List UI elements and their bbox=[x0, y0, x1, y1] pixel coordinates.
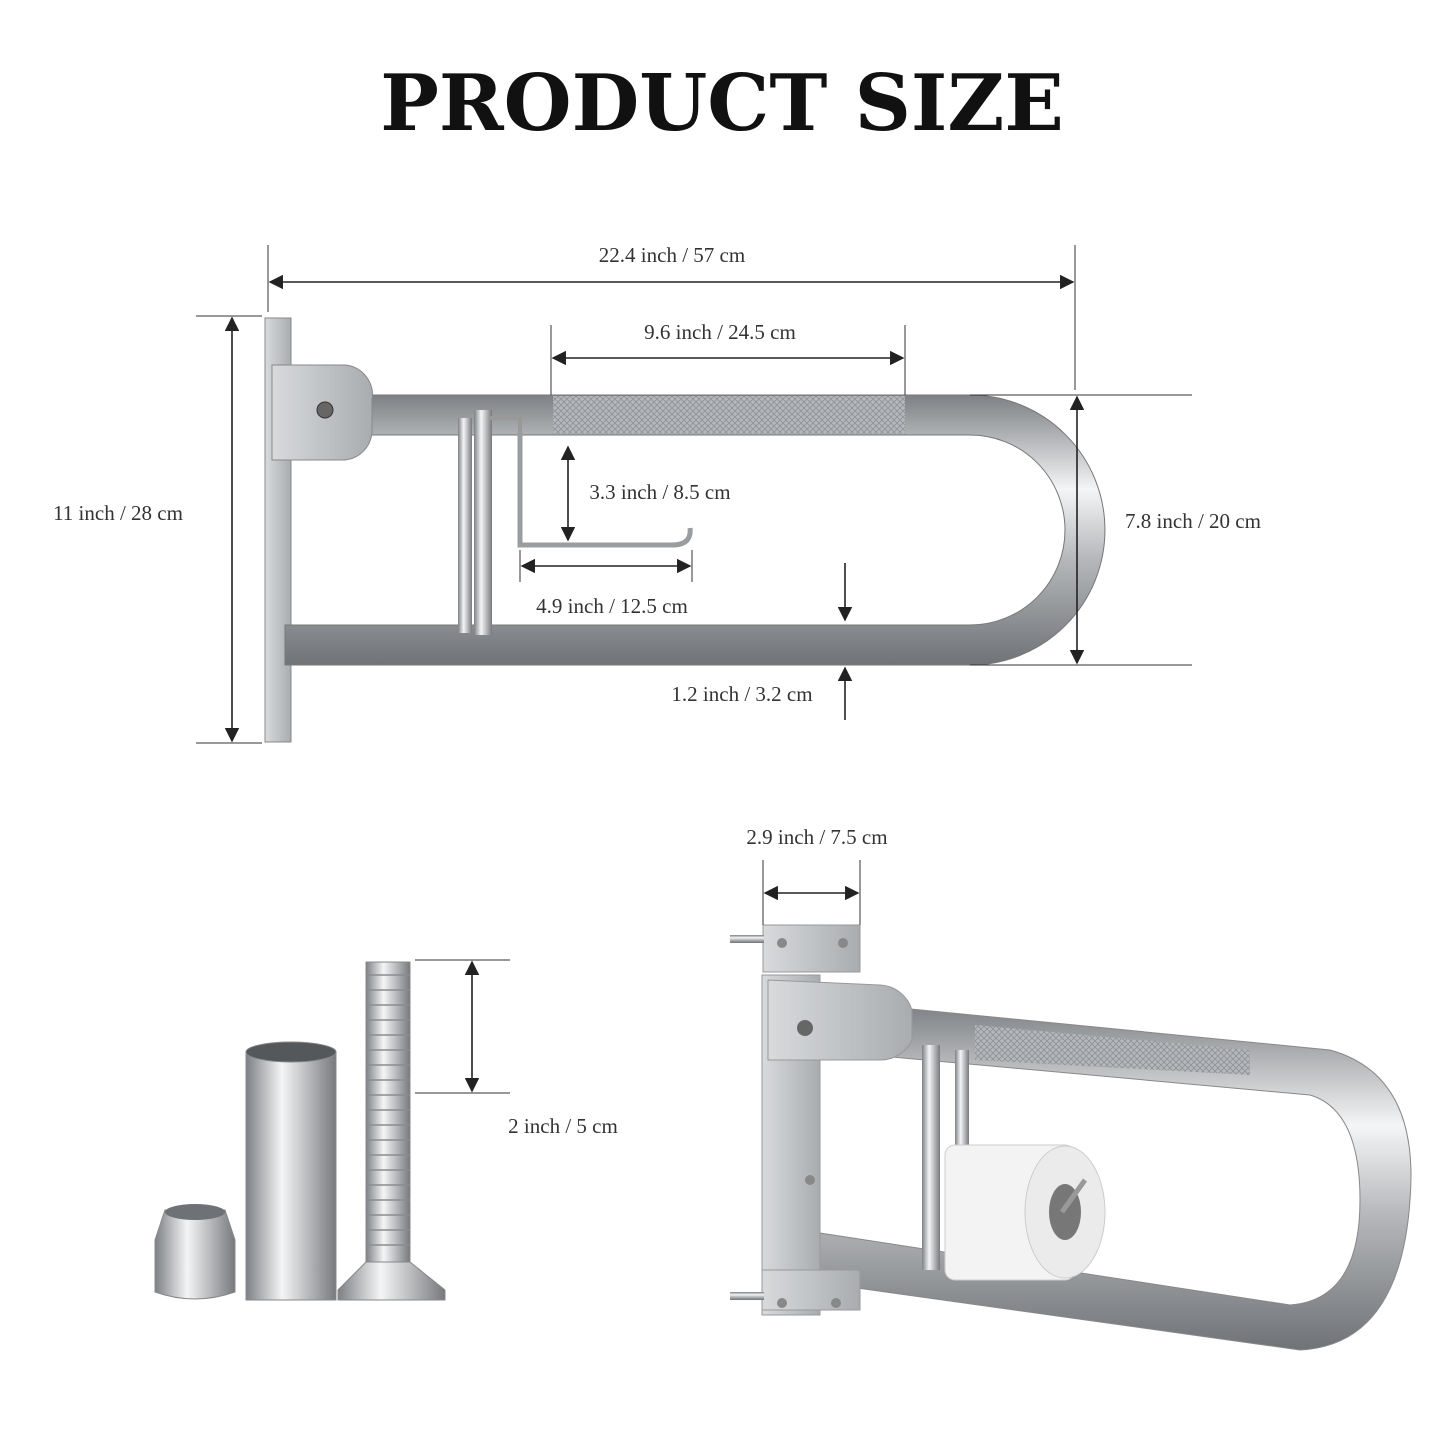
u-bar bbox=[284, 394, 1106, 666]
plate-width-label: 2.9 inch / 7.5 cm bbox=[746, 825, 887, 849]
page-title: PRODUCT SIZE bbox=[380, 58, 1064, 149]
knurled-grip bbox=[975, 1025, 1250, 1075]
holder-length-label: 4.9 inch / 12.5 cm bbox=[536, 594, 688, 618]
knurled-grip bbox=[553, 396, 905, 434]
grab-bar-front-view bbox=[264, 317, 1106, 743]
paper-holder bbox=[517, 432, 693, 548]
plate-width-dimension-lines bbox=[762, 860, 861, 925]
support-post bbox=[474, 410, 492, 635]
hinge-bolt bbox=[316, 401, 334, 419]
grip-length-label: 9.6 inch / 24.5 cm bbox=[644, 320, 796, 344]
upper-mount-plate bbox=[762, 924, 861, 973]
plate-height-label: 11 inch / 28 cm bbox=[53, 501, 183, 525]
holder-height-label: 3.3 inch / 8.5 cm bbox=[589, 480, 730, 504]
hinge-block bbox=[767, 979, 913, 1061]
support-post bbox=[458, 418, 472, 633]
tube-diameter-label: 1.2 inch / 3.2 cm bbox=[671, 682, 812, 706]
grab-bar-perspective-view bbox=[730, 924, 1412, 1351]
overall-length-label: 22.4 inch / 57 cm bbox=[599, 243, 745, 267]
mounting-hardware bbox=[154, 961, 446, 1301]
lower-mount-plate bbox=[761, 1269, 861, 1311]
bolt-head bbox=[337, 1261, 446, 1301]
dimension-lines bbox=[196, 245, 1192, 744]
anchor-nut bbox=[154, 1209, 236, 1300]
anchor-sleeve bbox=[245, 1051, 337, 1301]
bolt-dimension-lines bbox=[415, 959, 510, 1094]
bolt-length-label: 2 inch / 5 cm bbox=[508, 1114, 618, 1138]
bar-height-label: 7.8 inch / 20 cm bbox=[1125, 509, 1261, 533]
support-post bbox=[922, 1045, 940, 1270]
bolt-shank bbox=[365, 961, 411, 1263]
